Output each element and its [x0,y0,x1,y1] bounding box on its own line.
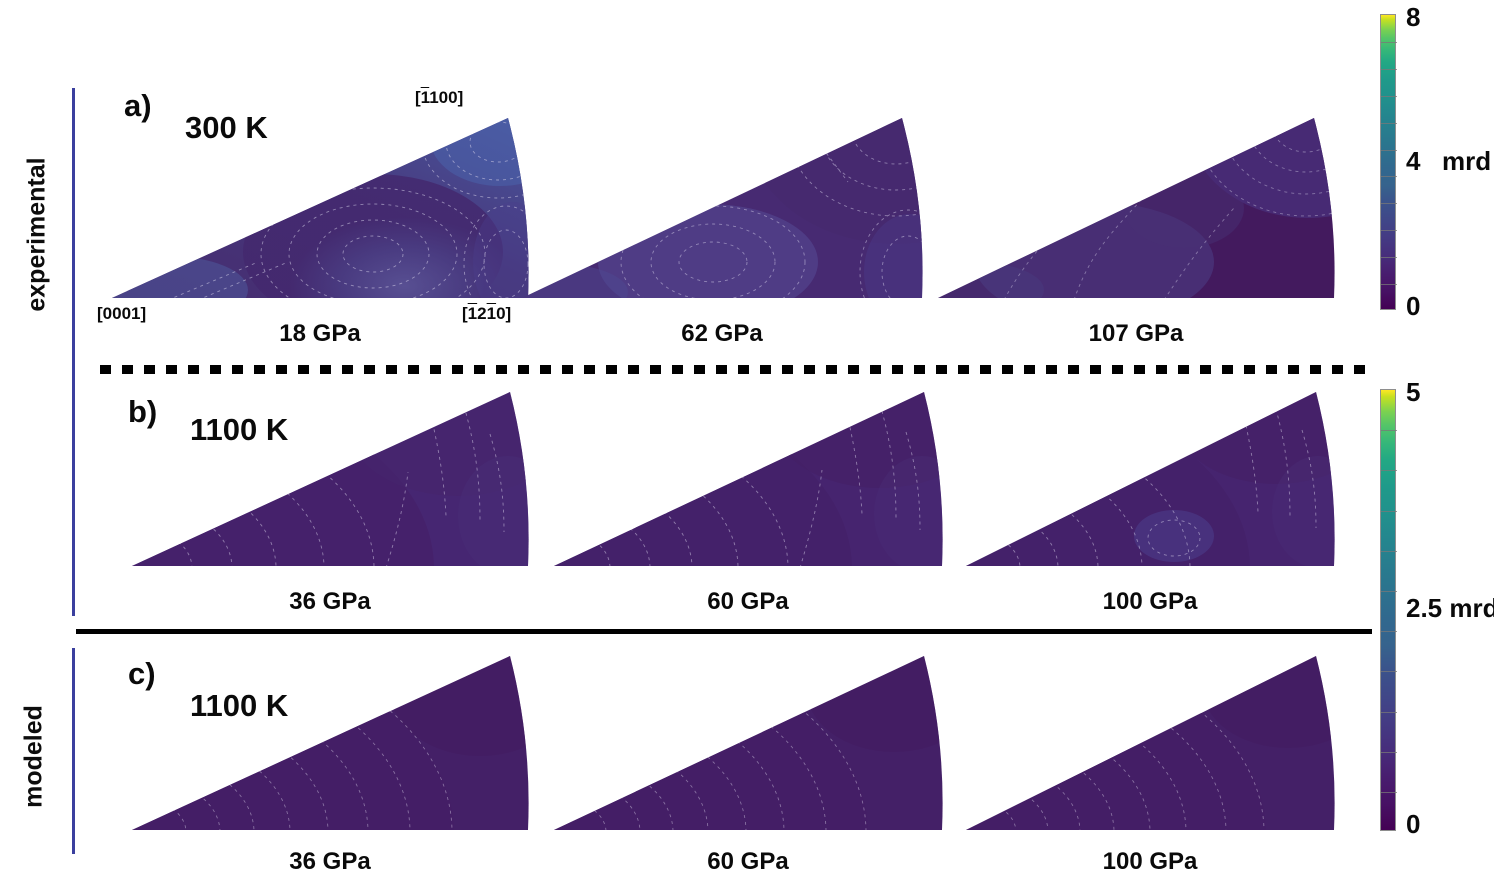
axis-label-1100: [1100] [415,88,464,107]
panel-pressure-b-2: 60 GPa [707,588,789,615]
group-bar-experimental [72,88,75,616]
ipf-panel-c-100gpa [962,650,1338,834]
ipf-panel-a-62gpa [518,112,926,302]
colorbar-bottom-mid-label: 2.5 mrd [1406,593,1494,623]
ipf-panel-b-60gpa [550,386,946,570]
panel-pressure-a-2: 62 GPa [681,320,763,347]
colorbar-gradient [1380,14,1397,310]
ipf-wedge [128,386,532,570]
ipf-panel-a-107gpa [934,112,1338,302]
panel-pressure-a-3: 107 GPa [1088,320,1184,347]
panel-tag-c: c) [128,656,156,691]
colorbar-bottom: 5 2.5 mrd 0 [1380,377,1494,839]
ipf-wedge [962,650,1338,834]
axis-label-1210: [1210] [462,304,512,323]
panel-pressure-c-1: 36 GPa [289,848,371,875]
ipf-wedge [550,650,946,834]
colorbar-top-unit-label: mrd [1442,146,1492,176]
panel-pressure-c-3: 100 GPa [1102,848,1198,875]
panel-temperature-c: 1100 K [190,688,289,723]
group-label-modeled: modeled [19,705,48,808]
ipf-panel-c-36gpa [128,650,532,834]
panel-tag-a: a) [124,88,152,123]
colorbar-top: 8 4 mrd 0 [1380,2,1494,321]
colorbar-ticks [1381,390,1397,830]
panel-temperature-b: 1100 K [190,412,289,447]
panel-pressure-b-1: 36 GPa [289,588,371,615]
panel-pressure-b-3: 100 GPa [1102,588,1198,615]
ipf-wedge [128,650,532,834]
ipf-wedge [518,112,926,302]
colorbar-top-max-label: 8 [1406,2,1421,32]
panel-tag-b: b) [128,394,158,429]
colorbar-top-min-label: 0 [1406,291,1421,321]
dashed-separator [100,365,1372,374]
colorbar-bottom-max-label: 5 [1406,377,1421,407]
group-bar-modeled [72,648,75,854]
colorbar-bottom-min-label: 0 [1406,809,1421,839]
group-label-experimental: experimental [22,157,51,312]
colorbar-top-mid-label: 4 [1406,146,1421,176]
ipf-wedge [550,386,946,570]
colorbar-ticks [1381,15,1397,309]
ipf-wedge [934,112,1338,302]
colorbar-gradient [1380,389,1397,831]
panel-pressure-a-1: 18 GPa [279,320,361,347]
ipf-panel-a-18gpa [108,112,532,302]
ipf-panel-c-60gpa [550,650,946,834]
panel-pressure-c-2: 60 GPa [707,848,789,875]
axis-label-0001: [0001] [97,304,147,323]
solid-separator [76,629,1372,634]
ipf-wedge [962,386,1338,570]
panel-temperature-a: 300 K [185,110,268,145]
ipf-panel-b-100gpa [962,386,1338,570]
ipf-panel-b-36gpa [128,386,532,570]
ipf-wedge [108,112,532,302]
